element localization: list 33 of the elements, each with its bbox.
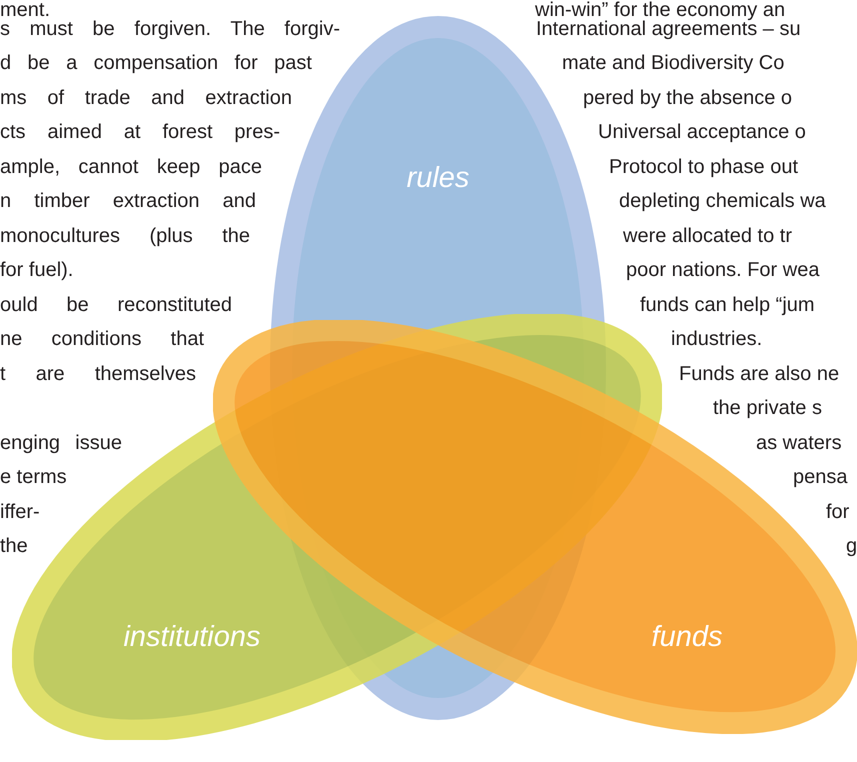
body-text-line: ample, cannot keep pace — [0, 155, 262, 179]
body-text-line: n timber extraction and — [0, 189, 256, 213]
body-text-line: t are themselves — [0, 362, 196, 386]
body-text-line: the — [0, 534, 28, 558]
body-text-line: cts aimed at forest pres- — [0, 120, 280, 144]
body-text-line: e terms — [0, 465, 67, 489]
body-text-line: g — [846, 534, 857, 558]
body-text-line: win-win” for the economy an — [535, 0, 786, 21]
body-text-line: as waters — [756, 431, 842, 455]
set-label: institutions — [123, 620, 260, 654]
body-text-line: industries. — [671, 327, 762, 351]
body-text-line: ne conditions that — [0, 327, 204, 351]
set-label: funds — [652, 620, 722, 654]
body-text-line: pered by the absence o — [583, 86, 792, 110]
body-text-line: Funds are also ne — [679, 362, 840, 386]
body-text-line: Protocol to phase out — [609, 155, 798, 179]
body-text-line: Universal acceptance o — [598, 120, 806, 144]
body-text-line: ould be reconstituted — [0, 293, 232, 317]
body-text-line: pensa — [793, 465, 848, 489]
body-text-line: for fuel). — [0, 258, 74, 282]
body-text-line: mate and Biodiversity Co — [562, 51, 784, 75]
body-text-line: poor nations. For wea — [626, 258, 820, 282]
body-text-line: for — [826, 500, 850, 524]
body-text-line: were allocated to tr — [623, 224, 792, 248]
body-text-line: funds can help “jum — [640, 293, 815, 317]
body-text-line: the private s — [713, 396, 822, 420]
body-text-line: monocultures (plus the — [0, 224, 250, 248]
set-label: rules — [406, 161, 470, 195]
body-text-line: ms of trade and extraction — [0, 86, 292, 110]
body-text-line: depleting chemicals wa — [619, 189, 826, 213]
body-text-line: iffer- — [0, 500, 40, 524]
body-text-line: d be a compensation for past — [0, 51, 312, 75]
body-text-line: enging issue — [0, 431, 122, 455]
